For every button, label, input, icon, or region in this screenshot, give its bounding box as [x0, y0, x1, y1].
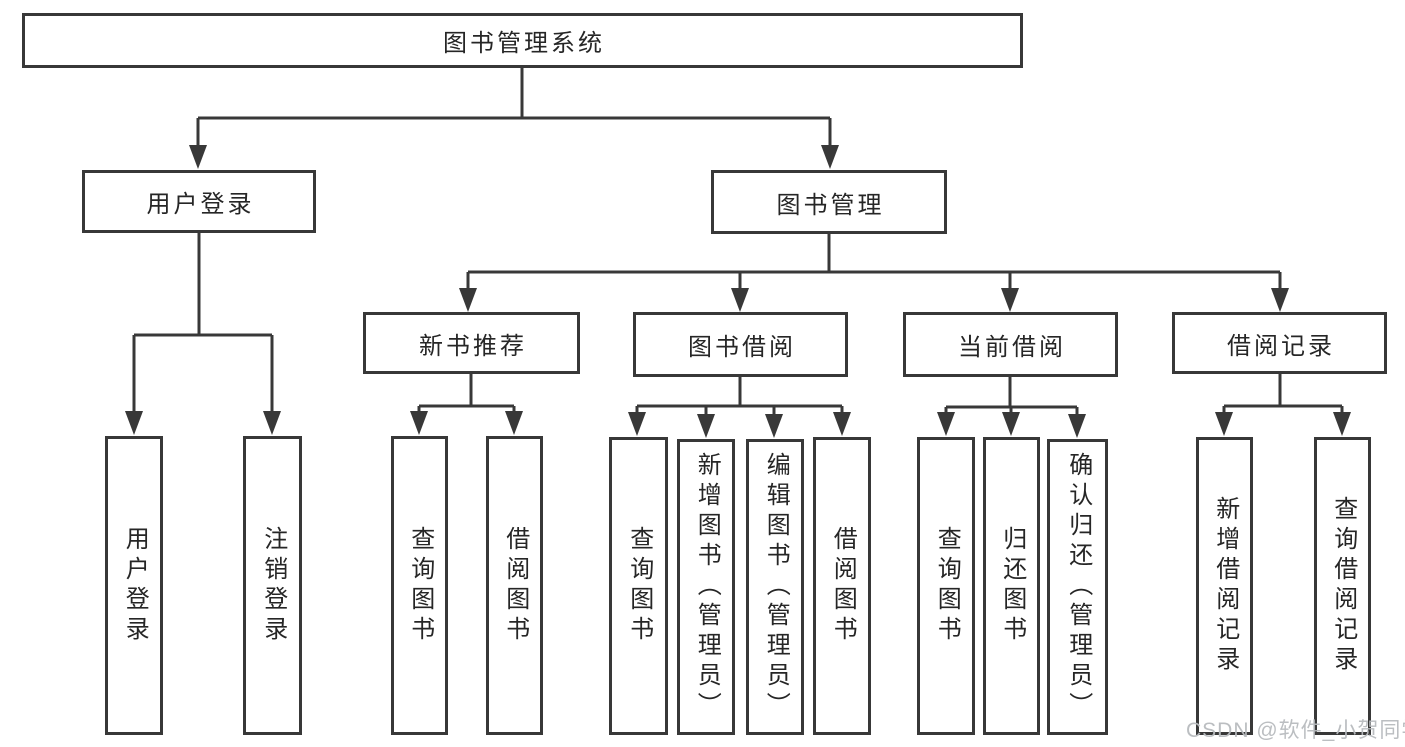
leaf-logout-label: 注销登录: [259, 525, 287, 646]
node-root-library-system: 图书管理系统: [22, 13, 1023, 68]
leaf-br-add-record-label: 新增借阅记录: [1211, 496, 1239, 676]
node-new-book-recommend: 新书推荐: [363, 312, 580, 374]
leaf-cb-return-books: 归还图书: [983, 437, 1040, 735]
node-current-borrowing-label: 当前借阅: [958, 334, 1066, 361]
node-new-book-recommend-label: 新书推荐: [419, 332, 527, 360]
leaf-logout: 注销登录: [243, 436, 302, 735]
leaf-cb-query-books-label: 查询图书: [933, 526, 961, 646]
arrowheads: [125, 145, 1351, 438]
leaf-br-add-record: 新增借阅记录: [1196, 437, 1253, 735]
leaf-nb-query-books: 查询图书: [391, 436, 448, 735]
leaf-bb-add-books-admin: 新增图书（管理员）: [677, 439, 735, 735]
leaf-bb-borrow-books: 借阅图书: [813, 437, 871, 735]
leaf-bb-edit-books-admin: 编辑图书（管理员）: [746, 439, 804, 735]
leaf-cb-confirm-return-admin-label: 确认归还（管理员）: [1064, 452, 1092, 722]
leaf-cb-query-books: 查询图书: [917, 437, 975, 735]
node-book-borrowing-label: 图书借阅: [688, 334, 796, 361]
leaf-cb-return-books-label: 归还图书: [998, 526, 1026, 646]
node-root-label: 图书管理系统: [443, 30, 605, 57]
leaf-bb-query-books: 查询图书: [609, 437, 668, 735]
leaf-bb-edit-books-admin-label: 编辑图书（管理员）: [762, 452, 790, 722]
leaf-br-query-record: 查询借阅记录: [1314, 437, 1371, 735]
node-user-login-label: 用户登录: [146, 191, 255, 218]
leaf-cb-confirm-return-admin: 确认归还（管理员）: [1047, 439, 1108, 735]
node-book-borrowing: 图书借阅: [633, 312, 848, 377]
leaf-bb-add-books-admin-label: 新增图书（管理员）: [693, 452, 721, 722]
leaf-user-login-label: 用户登录: [121, 525, 149, 646]
node-user-login: 用户登录: [82, 170, 316, 233]
leaf-bb-query-books-label: 查询图书: [625, 526, 653, 646]
watermark-text: CSDN @软件_小贺同学: [1186, 719, 1405, 742]
node-borrowing-records: 借阅记录: [1172, 312, 1387, 374]
leaf-br-query-record-label: 查询借阅记录: [1329, 496, 1357, 676]
leaf-bb-borrow-books-label: 借阅图书: [829, 526, 857, 646]
node-book-management: 图书管理: [711, 170, 947, 234]
leaf-nb-borrow-books: 借阅图书: [486, 436, 543, 735]
leaf-user-login: 用户登录: [105, 436, 163, 735]
node-current-borrowing: 当前借阅: [903, 312, 1118, 377]
node-book-management-label: 图书管理: [776, 191, 885, 219]
leaf-nb-borrow-books-label: 借阅图书: [501, 525, 529, 646]
leaf-nb-query-books-label: 查询图书: [406, 525, 434, 646]
node-borrowing-records-label: 借阅记录: [1227, 332, 1335, 360]
